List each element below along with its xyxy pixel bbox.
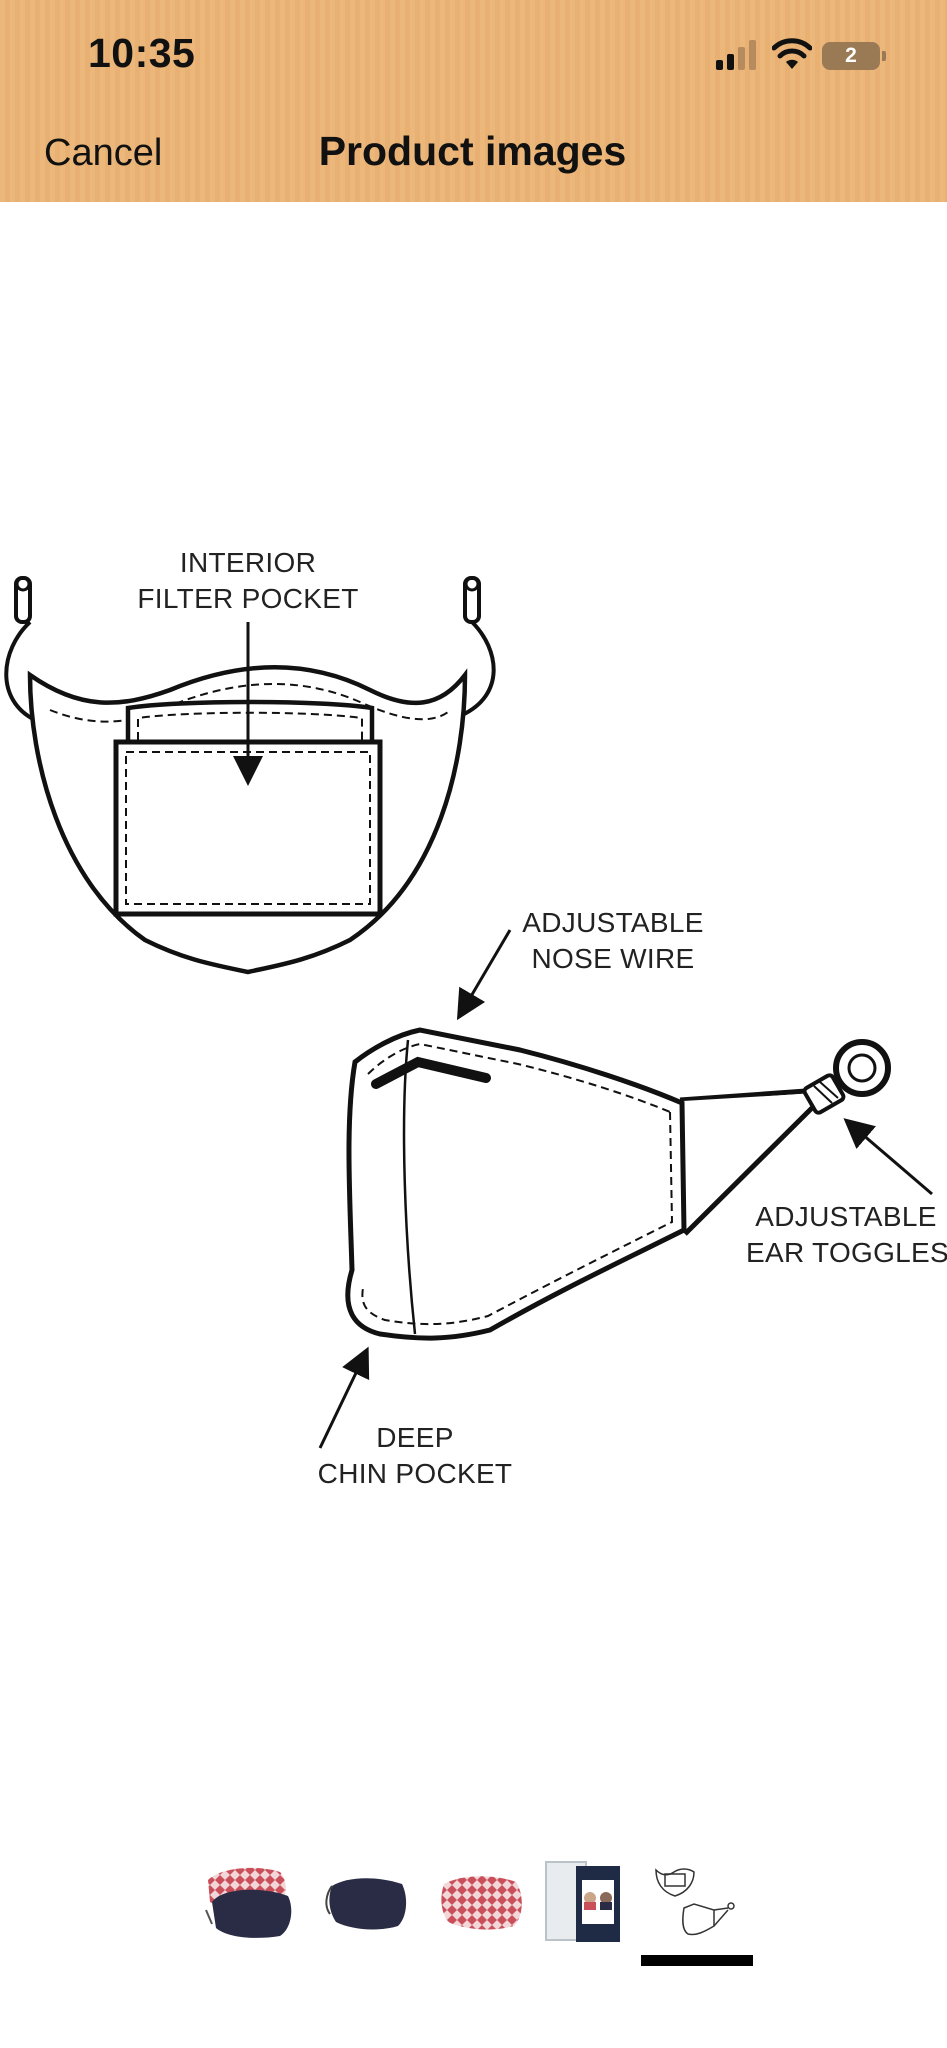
mask-packaging-thumbnail[interactable]: [538, 1850, 638, 1950]
battery-icon: 2: [822, 42, 880, 70]
chin-pocket-label: DEEP CHIN POCKET: [300, 1420, 530, 1492]
filter-pocket-label-line2: FILTER POCKET: [137, 583, 359, 614]
nose-wire-label-line2: NOSE WIRE: [531, 943, 695, 974]
battery-nub: [882, 51, 886, 61]
status-icons: 2: [714, 36, 886, 72]
product-image-viewer[interactable]: INTERIOR FILTER POCKET ADJUSTABLE NOSE W…: [0, 202, 947, 1802]
page-title: Product images: [0, 128, 947, 175]
nose-wire-label-line1: ADJUSTABLE: [522, 907, 704, 938]
filter-pocket-label: INTERIOR FILTER POCKET: [128, 545, 368, 617]
status-time: 10:35: [88, 30, 196, 76]
ear-toggles-label-line2: EAR TOGGLES: [746, 1237, 947, 1268]
nose-wire-label: ADJUSTABLE NOSE WIRE: [508, 905, 718, 977]
patterned-and-navy-masks-thumbnail[interactable]: [200, 1850, 300, 1950]
chin-pocket-label-line2: CHIN POCKET: [317, 1458, 513, 1489]
selected-thumbnail-indicator: [641, 1955, 753, 1966]
mask-diagram-image: [4, 576, 933, 1449]
filter-pocket-label-line1: INTERIOR: [179, 547, 317, 578]
front-mask-drawing: [4, 576, 496, 975]
navy-mask-thumbnail[interactable]: [318, 1850, 418, 1950]
thumbnail-strip: [0, 1850, 947, 1960]
signal-icon: [716, 40, 756, 70]
red-patterned-mask-thumbnail[interactable]: [432, 1850, 532, 1950]
side-mask-drawing: [318, 929, 933, 1449]
ear-toggles-label-line1: ADJUSTABLE: [755, 1201, 937, 1232]
chin-pocket-label-line1: DEEP: [376, 1422, 454, 1453]
app-header: 10:35 2 Cancel Product images: [0, 0, 947, 202]
page-title-text: Product images: [318, 128, 627, 174]
mask-diagram-thumbnail[interactable]: [648, 1850, 748, 1950]
cancel-button[interactable]: Cancel: [44, 132, 163, 174]
wifi-icon: [772, 38, 812, 69]
ear-toggles-label: ADJUSTABLE EAR TOGGLES: [746, 1199, 947, 1271]
